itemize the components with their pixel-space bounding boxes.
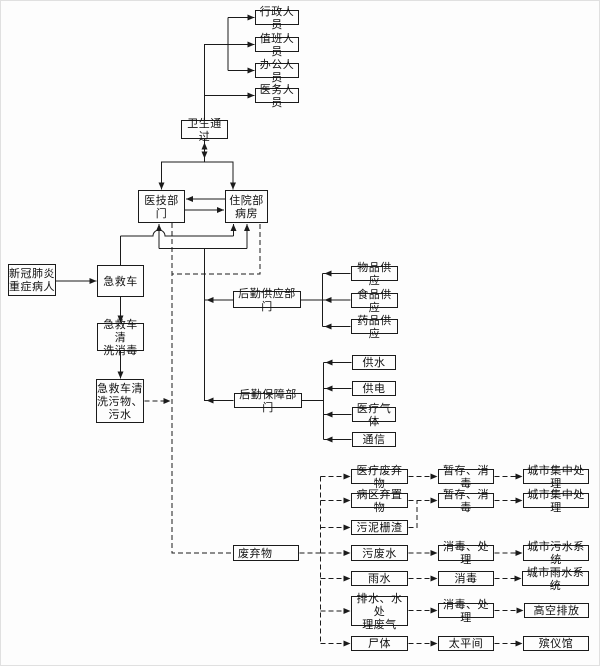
- node-city-central-2: 城市集中处理: [523, 488, 589, 514]
- node-sanitary-pass: 卫生通过: [181, 117, 228, 143]
- node-high-altitude-discharge: 高空排放: [524, 603, 589, 618]
- node-medical-staff: 医务人员: [255, 83, 299, 109]
- node-corpse: 尸体: [351, 636, 408, 651]
- node-covid-patient: 新冠肺炎 重症病人: [8, 264, 56, 296]
- node-waste: 废弃物: [233, 545, 299, 561]
- node-ambulance-waste: 急救车清 洗污物、 污水: [96, 379, 144, 423]
- node-disinfect-treat-2: 消毒、处理: [438, 598, 494, 624]
- node-funeral-home: 殡仪馆: [523, 636, 589, 651]
- node-medical-waste: 医疗废弃物: [351, 464, 408, 490]
- node-office-staff: 办公人员: [255, 58, 299, 84]
- node-disinfect-rain: 消毒: [438, 571, 494, 586]
- node-medicine-supply: 药品供应: [351, 314, 398, 340]
- node-sludge: 污泥栅渣: [351, 520, 408, 535]
- node-ambulance: 急救车: [97, 265, 144, 297]
- node-inpatient-ward: 住院部 病房: [225, 190, 268, 223]
- node-sewage: 污废水: [351, 545, 408, 561]
- node-disinfect-treat-1: 消毒、处理: [438, 540, 494, 566]
- node-city-sewage-system: 城市污水系统: [523, 540, 589, 566]
- node-admin-staff: 行政人员: [255, 5, 299, 31]
- node-exhaust-gas: 排水、水处 理废气: [351, 592, 408, 631]
- node-ambulance-clean: 急救车清 洗消毒: [97, 318, 144, 357]
- node-food-supply: 食品供应: [351, 288, 398, 314]
- node-morgue: 太平间: [438, 636, 494, 651]
- node-temp-store-disinfect-1: 暂存、消毒: [438, 464, 494, 490]
- node-medical-gas: 医疗气体: [352, 402, 396, 428]
- node-power-supply: 供电: [352, 381, 396, 396]
- node-temp-store-disinfect-2: 暂存、消毒: [438, 488, 494, 514]
- node-rainwater: 雨水: [351, 571, 408, 586]
- node-medtech-dept: 医技部门: [138, 190, 185, 223]
- node-city-rain-system: 城市雨水系统: [522, 566, 589, 592]
- node-support-dept: 后勤保障部门: [234, 388, 302, 414]
- node-goods-supply: 物品供应: [351, 261, 398, 287]
- node-water-supply: 供水: [352, 355, 396, 370]
- node-ward-waste: 病区弃置物: [351, 488, 408, 514]
- node-communication: 通信: [352, 432, 396, 447]
- node-duty-staff: 值班人员: [255, 32, 299, 58]
- node-supply-dept: 后勤供应部门: [233, 287, 301, 313]
- node-city-central-1: 城市集中处理: [523, 464, 589, 490]
